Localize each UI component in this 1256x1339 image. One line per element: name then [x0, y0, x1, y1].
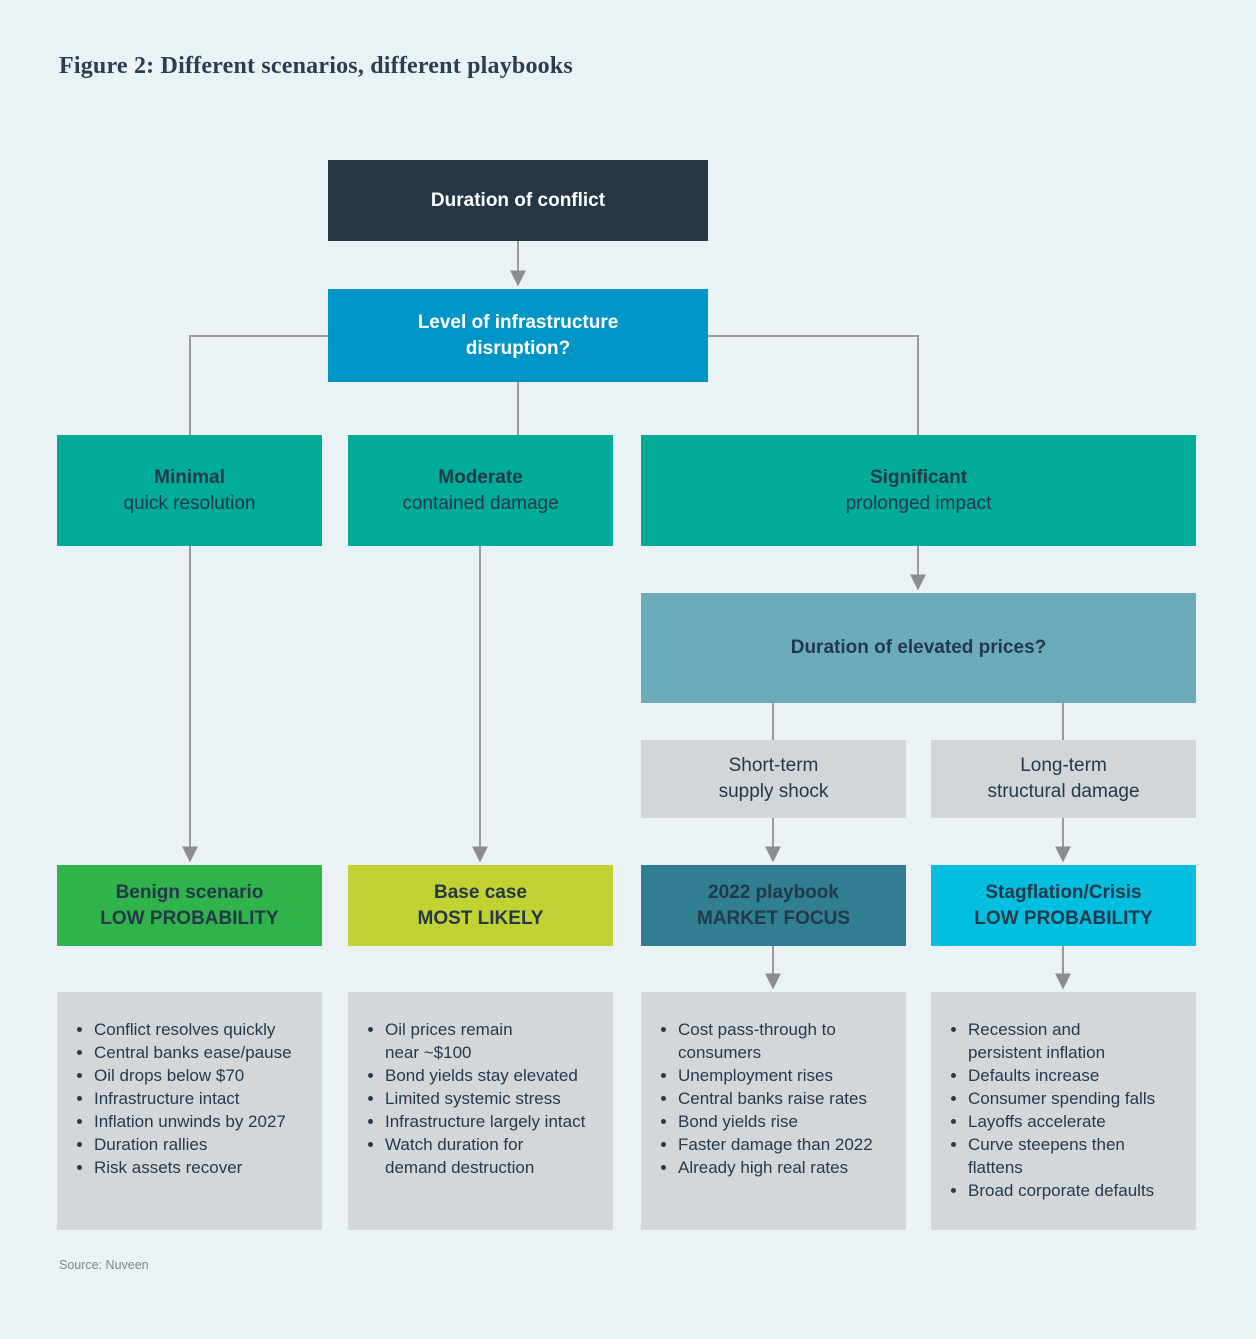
node-title: Significant — [869, 466, 968, 488]
bullet-item: Layoffs accelerate — [968, 1110, 1182, 1133]
node-title: Stagflation/Crisis — [985, 881, 1142, 903]
bullet-item: Curve steepens then flattens — [968, 1133, 1182, 1179]
bullet-item: Duration rallies — [94, 1133, 308, 1156]
node-title: Benign scenario — [115, 881, 264, 903]
node-subtitle: LOW PROBABILITY — [974, 907, 1153, 929]
node-moderate: Moderate contained damage — [348, 435, 613, 546]
node-2022-playbook: 2022 playbook MARKET FOCUS — [641, 865, 906, 946]
node-title: Moderate — [438, 466, 523, 488]
node-minimal: Minimal quick resolution — [57, 435, 322, 546]
details-stagflation: Recession and persistent inflationDefaul… — [931, 992, 1196, 1230]
bullet-item: Cost pass-through to consumers — [678, 1018, 892, 1064]
elbow-disruption-to-minimal — [189, 335, 328, 435]
node-label: Long-term structural damage — [987, 755, 1140, 802]
bullet-item: Inflation unwinds by 2027 — [94, 1110, 308, 1133]
bullet-item: Watch duration for demand destruction — [385, 1133, 599, 1179]
node-subtitle: contained damage — [402, 492, 559, 514]
bullet-item: Limited systemic stress — [385, 1087, 599, 1110]
node-label: Short-term supply shock — [718, 755, 829, 802]
bullet-list: Oil prices remain near ~$100Bond yields … — [348, 1018, 613, 1179]
node-subtitle: quick resolution — [123, 492, 256, 514]
elbow-disruption-to-significant — [708, 335, 919, 435]
bullet-item: Infrastructure intact — [94, 1087, 308, 1110]
bullet-item: Central banks ease/pause — [94, 1041, 308, 1064]
details-base-case: Oil prices remain near ~$100Bond yields … — [348, 992, 613, 1230]
node-duration-of-conflict: Duration of conflict — [328, 160, 708, 241]
bullet-item: Infrastructure largely intact — [385, 1110, 599, 1133]
bullet-list: Recession and persistent inflationDefaul… — [931, 1018, 1196, 1202]
details-benign: Conflict resolves quicklyCentral banks e… — [57, 992, 322, 1230]
bullet-item: Broad corporate defaults — [968, 1179, 1182, 1202]
bullet-item: Unemployment rises — [678, 1064, 892, 1087]
node-base-case: Base case MOST LIKELY — [348, 865, 613, 946]
bullet-item: Consumer spending falls — [968, 1087, 1182, 1110]
bullet-item: Defaults increase — [968, 1064, 1182, 1087]
bullet-item: Central banks raise rates — [678, 1087, 892, 1110]
node-stagflation-crisis: Stagflation/Crisis LOW PROBABILITY — [931, 865, 1196, 946]
bullet-item: Oil prices remain near ~$100 — [385, 1018, 599, 1064]
bullet-item: Bond yields stay elevated — [385, 1064, 599, 1087]
bullet-list: Conflict resolves quicklyCentral banks e… — [57, 1018, 322, 1179]
node-subtitle: prolonged impact — [845, 492, 992, 514]
node-label: Level of infrastructure disruption? — [417, 311, 619, 359]
bullet-item: Conflict resolves quickly — [94, 1018, 308, 1041]
bullet-item: Faster damage than 2022 — [678, 1133, 892, 1156]
details-2022-playbook: Cost pass-through to consumersUnemployme… — [641, 992, 906, 1230]
node-benign-scenario: Benign scenario LOW PROBABILITY — [57, 865, 322, 946]
node-subtitle: MARKET FOCUS — [696, 907, 851, 929]
node-elevated-prices: Duration of elevated prices? — [641, 593, 1196, 703]
node-title: 2022 playbook — [708, 881, 839, 903]
source-note: Source: Nuveen — [59, 1258, 149, 1272]
node-title: Minimal — [154, 466, 225, 488]
bullet-item: Oil drops below $70 — [94, 1064, 308, 1087]
node-subtitle: MOST LIKELY — [417, 907, 544, 929]
node-significant: Significant prolonged impact — [641, 435, 1196, 546]
node-title: Base case — [434, 881, 527, 903]
bullet-item: Bond yields rise — [678, 1110, 892, 1133]
node-short-term: Short-term supply shock — [641, 740, 906, 818]
bullet-item: Recession and persistent inflation — [968, 1018, 1182, 1064]
node-label: Duration of elevated prices? — [790, 637, 1047, 658]
node-subtitle: LOW PROBABILITY — [100, 907, 279, 929]
bullet-item: Already high real rates — [678, 1156, 892, 1179]
figure-title: Figure 2: Different scenarios, different… — [59, 53, 573, 79]
node-label: Duration of conflict — [430, 189, 606, 211]
bullet-list: Cost pass-through to consumersUnemployme… — [641, 1018, 906, 1179]
bullet-item: Risk assets recover — [94, 1156, 308, 1179]
node-long-term: Long-term structural damage — [931, 740, 1196, 818]
node-infrastructure-disruption: Level of infrastructure disruption? — [328, 289, 708, 382]
